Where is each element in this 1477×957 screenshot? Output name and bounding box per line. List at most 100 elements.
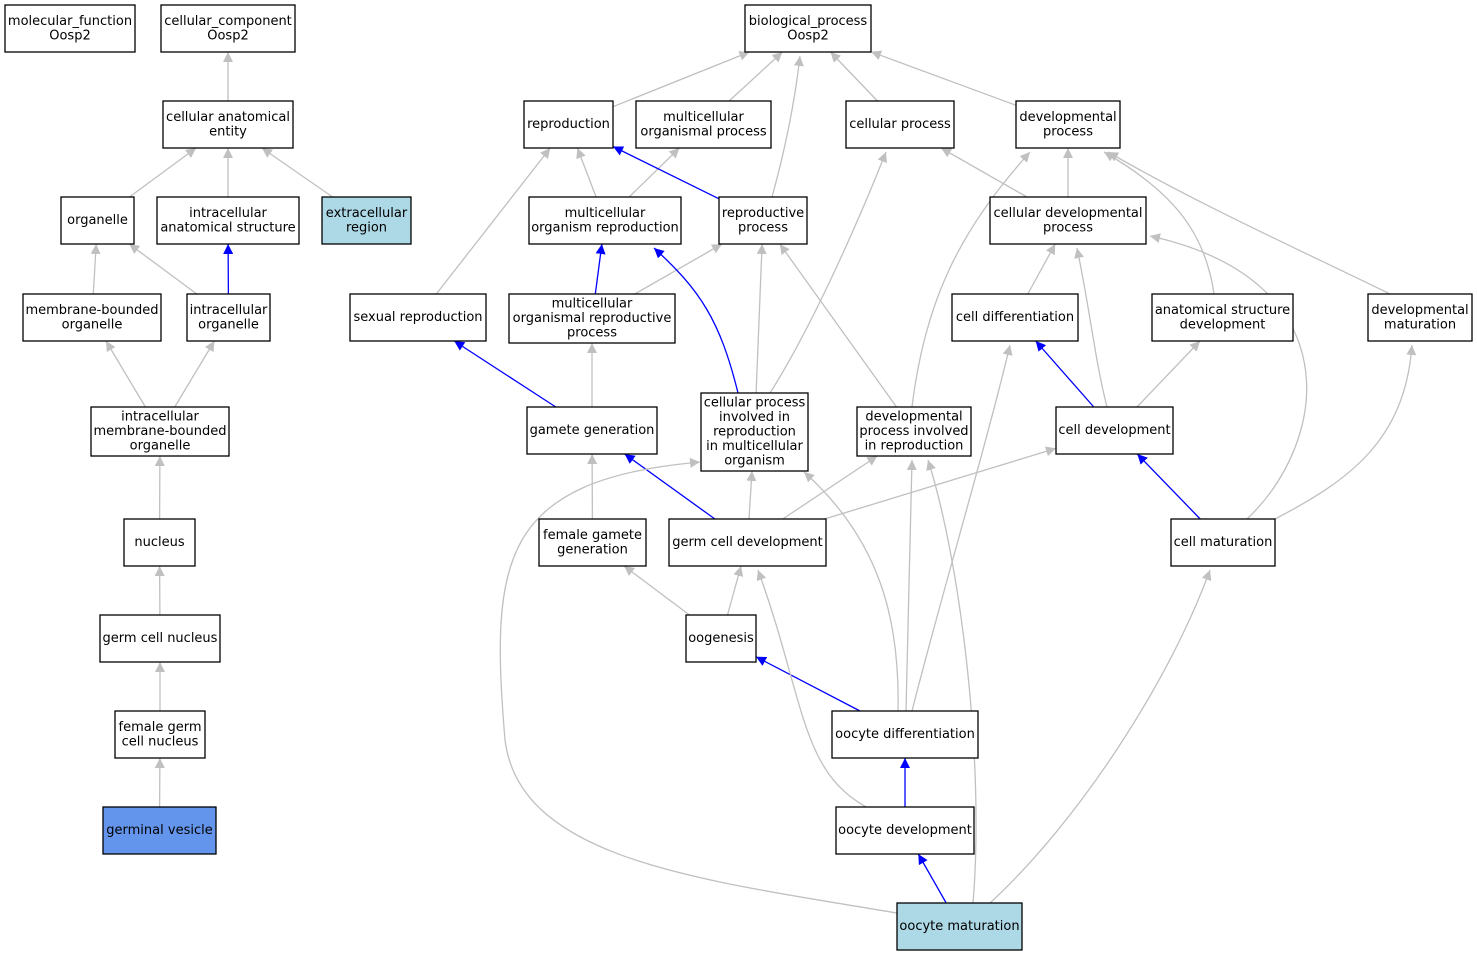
node-oocyte-maturation[interactable]: oocyte maturation	[896, 902, 1023, 951]
node-box[interactable]	[321, 196, 412, 245]
edge-path	[1074, 247, 1108, 408]
edge-path	[1149, 233, 1308, 520]
node-box[interactable]	[951, 293, 1079, 342]
node-box[interactable]	[744, 4, 872, 53]
node-oocyte-differentiation[interactable]: oocyte differentiation	[831, 710, 979, 759]
node-box[interactable]	[1367, 293, 1473, 342]
node-box[interactable]	[835, 806, 975, 855]
node-germ-cell-nucleus[interactable]: germ cell nucleus	[99, 614, 221, 663]
node-box[interactable]	[538, 518, 647, 567]
node-box[interactable]	[523, 100, 614, 149]
node-nucleus[interactable]: nucleus	[123, 518, 196, 567]
node-box[interactable]	[526, 406, 658, 455]
node-box[interactable]	[700, 392, 809, 472]
edge-path	[989, 569, 1212, 904]
node-label-line: germ cell nucleus	[103, 631, 218, 646]
node-cell-development[interactable]: cell development	[1055, 406, 1174, 455]
edge-germ-cell-development-to-cell-development	[824, 446, 1057, 520]
node-label-line: process	[1043, 124, 1093, 139]
node-oocyte-development[interactable]: oocyte development	[835, 806, 975, 855]
node-reproduction[interactable]: reproduction	[523, 100, 614, 149]
node-box[interactable]	[718, 196, 808, 245]
node-box[interactable]	[685, 614, 757, 663]
node-oogenesis[interactable]: oogenesis	[685, 614, 757, 663]
edge-path	[612, 145, 720, 200]
node-box[interactable]	[99, 614, 221, 663]
edge-cellular-process-involved-in-reproduction-to-cellular-process	[769, 151, 887, 394]
node-box[interactable]	[60, 196, 135, 245]
edge-path	[746, 470, 757, 520]
edge-cell-development-to-anatomical-structure-development	[1136, 340, 1201, 408]
node-label-line: development	[1180, 317, 1266, 332]
node-cell-differentiation[interactable]: cell differentiation	[951, 293, 1079, 342]
edge-oocyte-differentiation-to-cell-differentiation	[911, 344, 1013, 712]
node-box[interactable]	[123, 518, 196, 567]
edge-path	[870, 50, 1017, 106]
node-box[interactable]	[186, 293, 271, 342]
node-box[interactable]	[896, 902, 1023, 951]
edge-path	[905, 459, 917, 712]
node-label-line: organelle	[67, 213, 128, 228]
node-box[interactable]	[114, 710, 206, 759]
node-label-line: oocyte differentiation	[835, 727, 975, 742]
node-box[interactable]	[4, 4, 136, 53]
node-box[interactable]	[528, 196, 682, 245]
node-germ-cell-development[interactable]: germ cell development	[668, 518, 827, 567]
node-box[interactable]	[22, 293, 162, 342]
node-label-line: female germ	[119, 720, 202, 735]
node-box[interactable]	[102, 806, 217, 855]
edge-oocyte-maturation-to-cellular-process-involved-in-reproduction	[499, 457, 898, 914]
node-label-line: cell development	[1058, 423, 1170, 438]
node-box[interactable]	[160, 4, 296, 53]
edge-developmental-process-to-biological-process	[870, 50, 1017, 106]
edge-path	[830, 51, 878, 102]
node-box[interactable]	[856, 406, 972, 457]
node-box[interactable]	[156, 196, 300, 245]
node-box[interactable]	[349, 293, 487, 342]
node-box[interactable]	[668, 518, 827, 567]
node-box[interactable]	[1055, 406, 1174, 455]
node-box[interactable]	[162, 100, 294, 149]
node-cellular-process[interactable]: cellular process	[845, 100, 955, 149]
node-box[interactable]	[635, 100, 772, 149]
node-box[interactable]	[508, 293, 676, 344]
edge-developmental-process-involved-in-reproduction-to-reproductive-process	[779, 243, 898, 408]
node-box[interactable]	[989, 196, 1147, 245]
node-cell-maturation[interactable]: cell maturation	[1170, 518, 1276, 567]
node-box[interactable]	[1170, 518, 1276, 567]
edge-oogenesis-to-female-gamete-generation	[623, 565, 690, 616]
node-label-line: anatomical structure	[160, 220, 295, 235]
node-box[interactable]	[1015, 100, 1121, 149]
node-box[interactable]	[831, 710, 979, 759]
node-germinal-vesicle[interactable]: germinal vesicle	[102, 806, 217, 855]
node-gamete-generation[interactable]: gamete generation	[526, 406, 658, 455]
node-organelle[interactable]: organelle	[60, 196, 135, 245]
edge-oocyte-maturation-to-oocyte-development	[917, 853, 947, 904]
node-box[interactable]	[845, 100, 955, 149]
node-sexual-reproduction[interactable]: sexual reproduction	[349, 293, 487, 342]
edge-reproductive-process-to-biological-process	[771, 55, 804, 198]
node-box[interactable]	[1151, 293, 1294, 342]
node-box[interactable]	[90, 406, 230, 457]
